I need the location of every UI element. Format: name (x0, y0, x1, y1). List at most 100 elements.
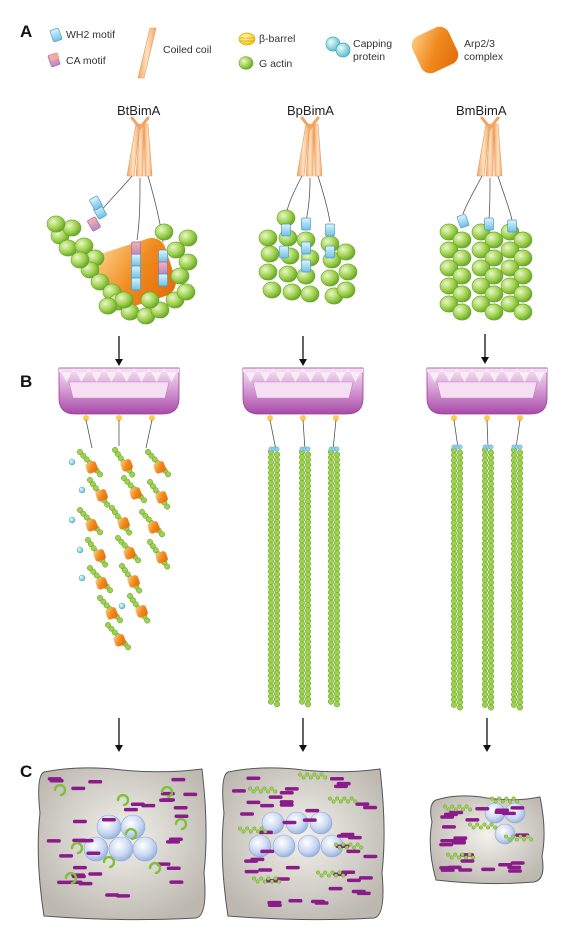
filament-actin (481, 592, 489, 599)
filament-actin (112, 447, 118, 453)
bima-anchor (333, 415, 339, 421)
actin-tail-segment (262, 879, 267, 884)
actin-tail-segment (263, 829, 268, 834)
actin-tail-segment (323, 775, 328, 780)
filament-actin (510, 472, 518, 480)
filament-actin (333, 628, 341, 635)
filament-actin (327, 500, 335, 508)
filament-actin (304, 534, 312, 541)
filament-actin (333, 539, 341, 547)
filament-actin (267, 589, 275, 596)
actin-tail-segment (273, 789, 278, 794)
filament-actin (450, 488, 458, 495)
actin-tail-segment (334, 873, 339, 878)
filament-actin (487, 475, 495, 482)
filament-actin (273, 555, 281, 562)
bacterium-dash (439, 842, 454, 847)
filament-actin (456, 511, 464, 519)
panel-label-b: B (20, 372, 33, 391)
wh2-cap (274, 446, 280, 452)
filament-actin (450, 613, 458, 620)
filament-actin (516, 636, 524, 643)
host-cell-bpbima (221, 767, 385, 921)
filament-actin (333, 571, 341, 578)
filament-actin (516, 574, 524, 581)
g-actin-monomer (258, 229, 278, 247)
filament-actin (516, 589, 524, 597)
filament-actin (273, 524, 281, 531)
legend-g-actin-label: G actin (259, 58, 293, 70)
actin-comet-tail (160, 785, 174, 799)
bacterium-dash (46, 839, 61, 843)
bacterium-dash (451, 840, 466, 845)
filament-actin (456, 537, 464, 545)
filament-actin (108, 625, 115, 632)
filament-actin (298, 552, 306, 560)
filament-actin (304, 659, 312, 666)
g-actin-monomer (154, 223, 174, 241)
filament-actin (516, 485, 524, 493)
filament-actin (273, 503, 281, 510)
filament-actin (510, 639, 518, 646)
filament-actin (450, 639, 458, 646)
filament-actin (304, 571, 312, 578)
filament-actin (510, 613, 518, 620)
filament-actin (327, 480, 335, 487)
wh2-motif (49, 27, 63, 43)
filament-actin (304, 467, 312, 474)
arp23-complex (153, 461, 166, 474)
filament-actin (141, 497, 148, 504)
filament-actin (481, 597, 489, 604)
g-actin-monomer (439, 259, 459, 277)
filament-actin (273, 571, 281, 578)
filament-actin (327, 464, 335, 471)
filament-actin (456, 459, 464, 467)
filament-actin (487, 683, 495, 690)
g-actin-monomer (452, 231, 472, 249)
filament-actin (487, 548, 495, 555)
filament-actin (487, 699, 495, 706)
filament-actin (298, 651, 306, 658)
down-arrow (115, 336, 123, 366)
filament-actin (327, 511, 335, 518)
filament-actin (481, 504, 489, 511)
bacterium-dash (282, 820, 297, 825)
g-actin-monomer (452, 285, 472, 303)
filament-actin (333, 498, 341, 505)
actin-tail-segment (262, 786, 267, 791)
g-actin-monomer (70, 251, 90, 269)
arp23-complex (155, 551, 168, 564)
filament-actin (450, 618, 458, 625)
bacterium-dash (57, 880, 72, 885)
filament-actin (510, 665, 518, 672)
filament-actin (481, 457, 489, 464)
filament-actin (516, 631, 524, 638)
filament-actin (487, 605, 495, 612)
filament-actin (450, 472, 458, 480)
g-actin-monomer (452, 249, 472, 267)
filament-actin (304, 695, 312, 703)
filament-actin (450, 556, 458, 563)
filament-actin (516, 553, 524, 560)
filament-actin (450, 524, 458, 532)
legend-capping-label-1: Capping (353, 38, 393, 50)
filament-actin (456, 631, 464, 638)
filament-actin (456, 641, 464, 649)
g-actin-monomer (46, 215, 66, 233)
filament-actin (487, 517, 495, 524)
bacterium-dash (346, 878, 361, 883)
filament-actin (298, 693, 306, 700)
filament-actin (273, 565, 281, 573)
bacterium-dash (358, 876, 373, 880)
arp23-complex (155, 491, 168, 504)
bacterium-dash (440, 838, 455, 843)
actin-tail-segment (259, 826, 264, 831)
filament-actin (333, 664, 341, 671)
filament-actin (304, 560, 312, 567)
filament-actin (510, 618, 518, 625)
actin-tail (316, 870, 346, 878)
filament-actin (298, 636, 306, 643)
legend-beta-barrel-label: β-barrel (259, 33, 296, 45)
filament-actin (77, 507, 83, 513)
arp23-complex (120, 459, 133, 472)
